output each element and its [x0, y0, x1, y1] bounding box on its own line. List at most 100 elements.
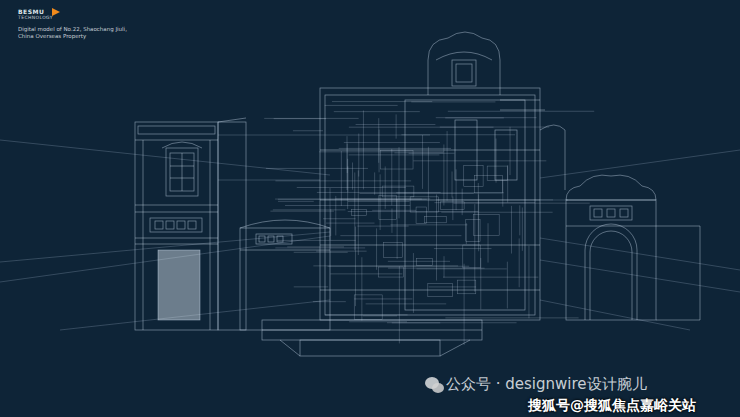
wire-line [293, 130, 323, 131]
wire-box [381, 151, 413, 169]
wire-line [422, 135, 423, 189]
wire-box [354, 295, 382, 320]
wire-line [474, 204, 475, 292]
wire-box [474, 214, 500, 235]
wire-line [344, 142, 440, 143]
wire-box [378, 267, 403, 277]
wire-line [363, 110, 364, 189]
wire-line [452, 171, 453, 197]
wire-line [330, 273, 402, 274]
wire-line [392, 322, 440, 323]
wire-line [275, 199, 422, 200]
wire-line [401, 134, 515, 135]
wire-box [428, 284, 453, 297]
wire-line [396, 114, 397, 138]
wire-line [275, 247, 365, 248]
wire-line [376, 228, 377, 269]
wire-line [354, 172, 355, 250]
wire-line [453, 203, 589, 204]
wire-box [466, 220, 480, 242]
wire-line [456, 169, 457, 210]
wire-line [357, 226, 408, 227]
wire-line [374, 172, 375, 194]
wire-line [464, 264, 465, 345]
wire-line [519, 205, 520, 235]
wire-line [478, 194, 479, 251]
wire-box [463, 245, 481, 268]
wire-line [448, 111, 594, 112]
wire-line [358, 170, 359, 255]
logo-text: BESMU [18, 8, 44, 16]
wire-line [335, 196, 336, 236]
wire-line [436, 199, 553, 200]
wire-line [313, 301, 346, 302]
wire-line [366, 303, 447, 304]
wire-line [354, 298, 412, 299]
wire-line [399, 266, 400, 343]
logo-subtext: TECHNOLOGY [18, 15, 53, 21]
wire-line [413, 160, 546, 161]
wire-box [424, 216, 446, 222]
wire-line [294, 286, 328, 287]
wire-line [496, 139, 497, 183]
wire-line [341, 151, 342, 206]
wire-line [319, 151, 444, 152]
wire-line [443, 277, 538, 278]
wire-line [428, 147, 429, 211]
wire-line [440, 127, 549, 128]
wire-line [349, 154, 440, 155]
wire-line [330, 188, 331, 240]
wire-line [379, 130, 380, 173]
wire-line [385, 166, 386, 208]
wire-line [297, 187, 406, 188]
wire-line [387, 322, 517, 323]
wire-line [273, 209, 346, 210]
wire-line [325, 314, 408, 315]
wire-line [409, 153, 455, 154]
wire-line [522, 207, 523, 250]
wire-line [452, 196, 453, 220]
wire-line [264, 118, 358, 119]
wire-line [399, 147, 400, 218]
wire-line [380, 174, 381, 230]
wire-line [334, 111, 420, 112]
wire-box [382, 186, 414, 197]
wire-line [443, 144, 444, 205]
wire-line [391, 208, 392, 232]
wire-line [510, 127, 511, 175]
wire-line [358, 134, 359, 177]
wire-line [528, 246, 529, 319]
wire-line [328, 266, 470, 267]
wire-line [447, 131, 448, 201]
wire-line [325, 105, 398, 106]
wire-line [287, 246, 344, 247]
wire-line [323, 218, 356, 219]
wire-line [278, 201, 314, 202]
wire-line [507, 262, 508, 309]
wire-line [511, 206, 512, 254]
wire-line [349, 321, 407, 322]
watermark: 公众号 · designwire设计腕儿 [446, 375, 647, 395]
wire-line [441, 212, 552, 213]
wire-box [464, 165, 483, 186]
wire-line [413, 253, 414, 313]
wire-line [436, 194, 437, 280]
wire-line [436, 117, 537, 118]
wire-box [410, 197, 438, 212]
wire-line [390, 224, 467, 225]
caption-note: Digital model of No.22, Shaochang Jiuli,… [18, 26, 138, 40]
wire-line [347, 136, 348, 190]
wire-line [360, 193, 474, 194]
wire-box [351, 210, 366, 216]
wire-line [326, 223, 374, 224]
wire-box [379, 195, 397, 219]
wechat-icon [425, 377, 444, 393]
wire-line [416, 268, 506, 269]
wire-line [347, 159, 348, 209]
wire-line [274, 118, 326, 119]
wire-line [445, 317, 578, 318]
wire-line [388, 261, 450, 262]
wire-box [417, 259, 433, 266]
wire-line [356, 124, 436, 125]
